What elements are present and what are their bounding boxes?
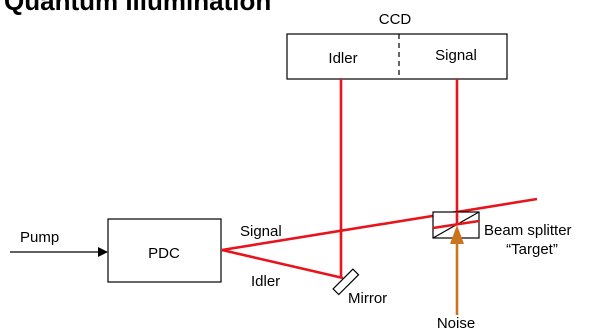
noise-label: Noise	[437, 315, 475, 330]
signal-beam	[221, 197, 538, 252]
idler-beam-label: Idler	[251, 273, 280, 290]
ccd-box	[286, 33, 508, 80]
pdc-label: PDC	[148, 245, 180, 262]
beam-splitter-label: Beam splitter	[484, 222, 572, 239]
ccd-idler-label: Idler	[328, 50, 357, 67]
pump-label: Pump	[20, 229, 59, 246]
ccd-signal-label: Signal	[435, 47, 477, 64]
noise-arrowhead-icon	[450, 225, 464, 244]
ccd-label: CCD	[379, 11, 412, 28]
pdc-box	[107, 218, 222, 283]
signal-beam-label: Signal	[240, 223, 282, 240]
header-title-partial: Quantum Illumination	[4, 0, 271, 16]
mirror-label: Mirror	[348, 290, 387, 307]
mirror-icon	[332, 268, 360, 296]
idler-beam	[221, 248, 344, 280]
target-label: “Target”	[506, 241, 558, 258]
beam-paths	[221, 79, 538, 280]
